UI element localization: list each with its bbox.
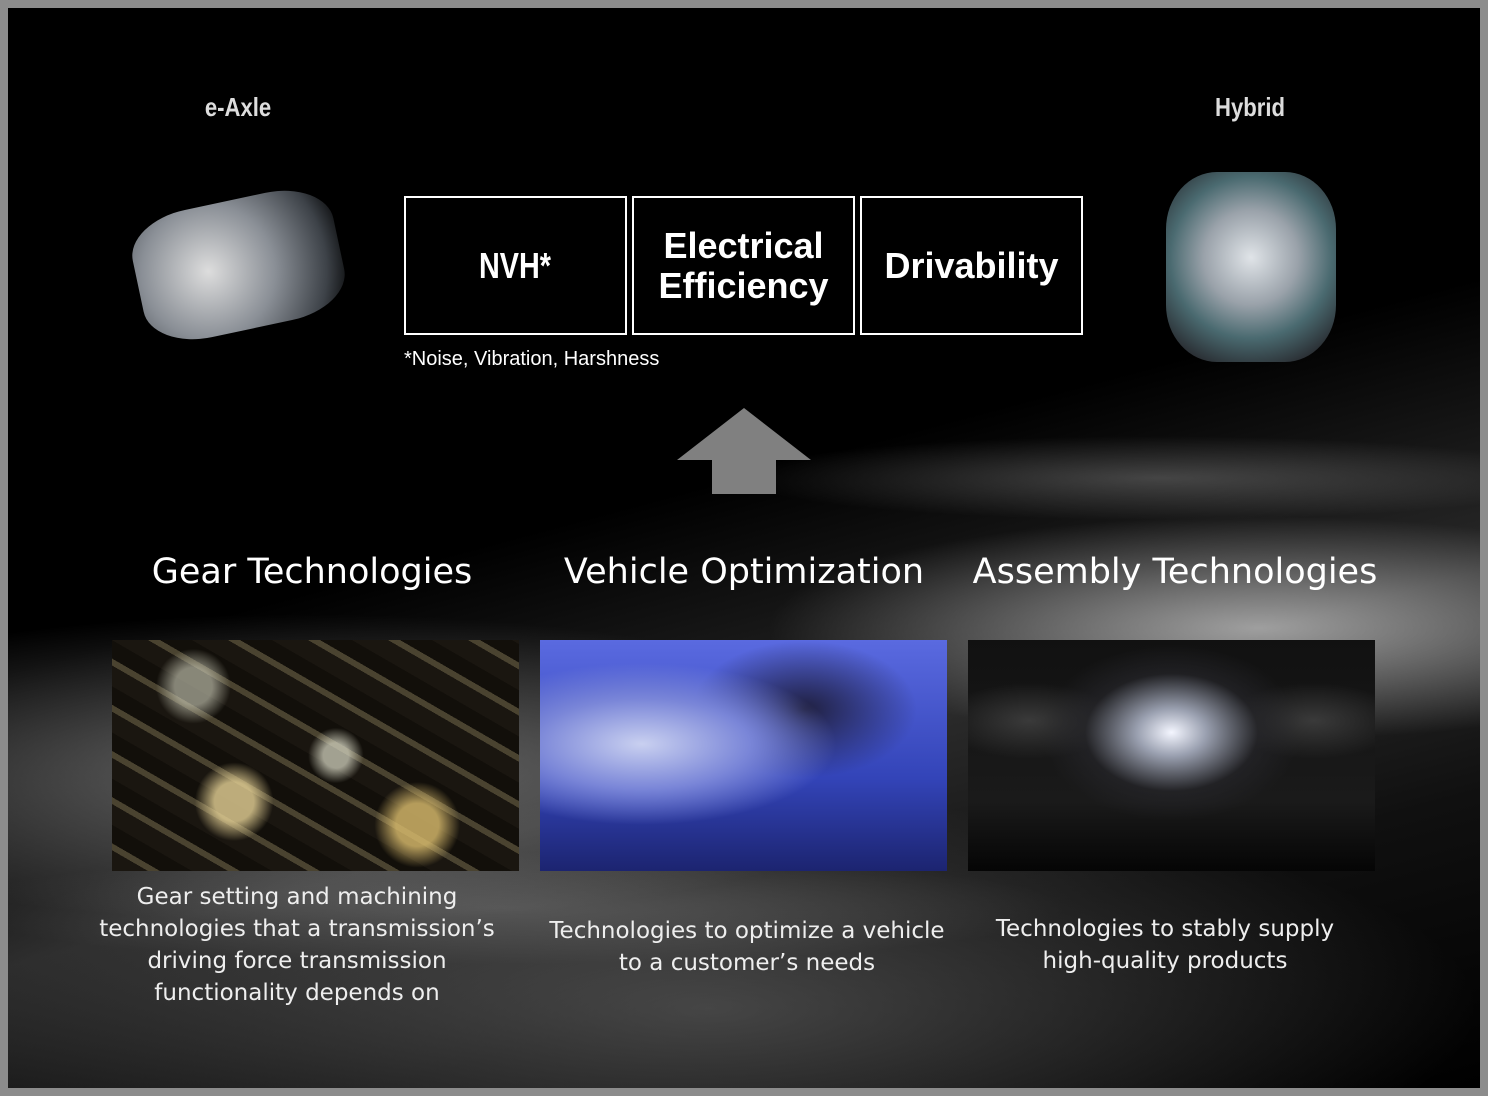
caption-line: functionality depends on xyxy=(154,980,440,1006)
hybrid-label: Hybrid xyxy=(1215,92,1285,122)
e-axle-image xyxy=(124,180,353,350)
gear-technologies-photo xyxy=(112,640,519,871)
assembly-technologies-photo xyxy=(968,640,1375,871)
heading-vehicle-optimization: Vehicle Optimization xyxy=(563,552,925,592)
caption-line: Technologies to optimize a vehicle xyxy=(549,918,945,944)
caption-assembly-technologies: Technologies to stably supply high-quali… xyxy=(996,913,1334,977)
value-box-nvh: NVH* xyxy=(404,196,627,335)
caption-line: high-quality products xyxy=(1042,948,1288,974)
vehicle-optimization-photo xyxy=(540,640,947,871)
value-label: Drivability xyxy=(884,244,1059,286)
value-box-electrical-efficiency: Electrical Efficiency xyxy=(632,196,855,335)
caption-line: driving force transmission xyxy=(147,948,447,974)
caption-line: technologies that a transmission’s xyxy=(99,916,495,942)
up-arrow-icon xyxy=(677,408,811,494)
value-box-drivability: Drivability xyxy=(860,196,1083,335)
caption-line: Gear setting and machining xyxy=(136,884,458,910)
caption-vehicle-optimization: Technologies to optimize a vehicle to a … xyxy=(549,915,944,979)
infographic-canvas: e-Axle Hybrid NVH* Electrical Efficiency… xyxy=(8,8,1480,1088)
hybrid-image xyxy=(1166,172,1336,362)
e-axle-label: e-Axle xyxy=(204,92,272,122)
value-label: Electrical Efficiency xyxy=(658,224,829,306)
footnote: *Noise, Vibration, Harshness xyxy=(404,348,660,370)
heading-assembly-technologies: Assembly Technologies xyxy=(972,552,1378,592)
value-label: NVH* xyxy=(479,244,552,286)
caption-line: to a customer’s needs xyxy=(618,950,876,976)
heading-gear-technologies: Gear Technologies xyxy=(151,552,473,592)
caption-gear-technologies: Gear setting and machining technologies … xyxy=(99,881,495,1009)
caption-line: Technologies to stably supply xyxy=(995,916,1335,942)
